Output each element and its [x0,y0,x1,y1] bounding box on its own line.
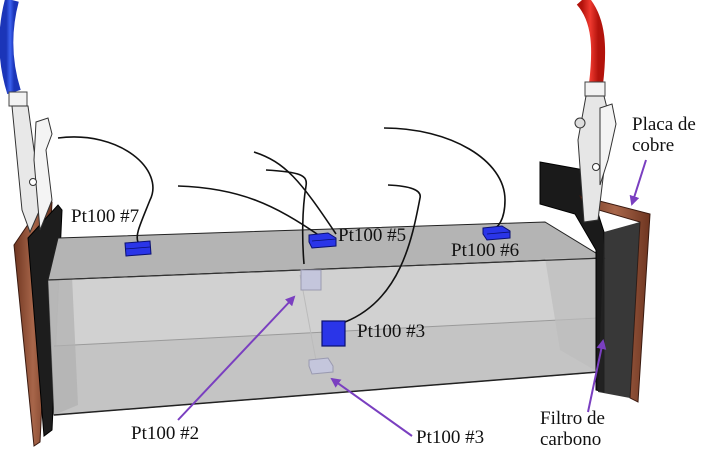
arrow-carbon-filter [587,339,607,413]
sensor-pt2-hidden [300,269,322,291]
sensor-pt3-inner [321,320,346,347]
label-copper-plate-line2: cobre [632,135,675,156]
left-alligator-clip [0,0,53,234]
sensor-wires [57,127,506,361]
label-pt100-3-bottom: Pt100 #3 [416,427,485,448]
wire-pt5 [177,185,321,237]
blue-cable [0,0,21,95]
sensor-pt3-hidden [308,357,334,375]
arrow-copper-plate [629,159,647,206]
box-left-wall [48,276,78,415]
label-pt100-5: Pt100 #5 [338,225,407,246]
red-cable [576,0,606,85]
box-right-wall [545,258,604,372]
arrow-pt2 [177,295,296,421]
wire-pt6 [383,127,506,233]
sensor-pt6 [482,225,511,241]
sensor-pt7 [124,240,152,257]
arrow-pt3-bottom [330,377,413,437]
wire-a [253,151,337,235]
right-alligator-clip [574,0,617,223]
wire-pt3 [344,184,421,323]
callout-arrows [177,159,647,437]
label-pt100-2: Pt100 #2 [131,423,200,444]
label-carbon-filter: Filtro de carbono [540,408,605,450]
label-carbon-filter-line2: carbono [540,429,602,450]
wire-b [265,169,308,265]
label-pt100-7: Pt100 #7 [71,206,140,227]
label-pt100-3-inner: Pt100 #3 [357,321,426,342]
label-copper-plate: Placa de cobre [632,114,696,156]
sensors [124,225,511,375]
label-pt100-6: Pt100 #6 [451,240,520,261]
label-copper-plate-line1: Placa de [632,114,696,135]
label-carbon-filter-line1: Filtro de [540,408,605,429]
sensor-pt5 [308,232,337,249]
wire-pt7 [57,136,154,243]
